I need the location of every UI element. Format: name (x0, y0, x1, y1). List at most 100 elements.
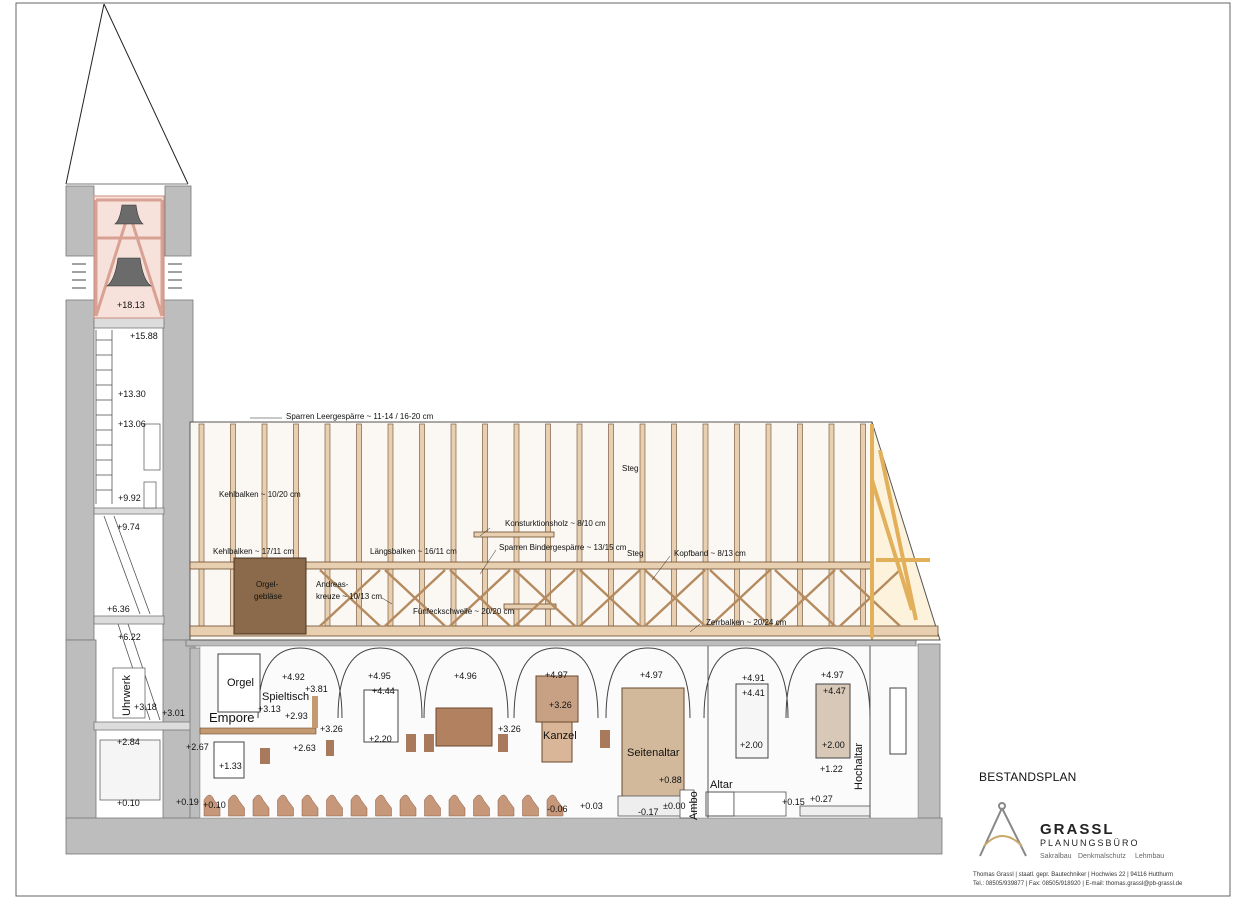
level-tower-1330: +13.30 (118, 389, 146, 399)
level-ha-122: +1.22 (820, 764, 843, 774)
pew (522, 794, 539, 817)
label-sparren-bindergespaerre: Sparren Bindergespärre ~ 13/15 cm (499, 543, 627, 552)
label-spieltisch: Spieltisch (262, 691, 309, 703)
level-nave-000: ±0.00 (663, 801, 685, 811)
vault-arch (513, 647, 599, 719)
timber-annotations: Sparren Leergespärre ~ 11-14 / 16-20 cm … (213, 412, 787, 627)
level-ch-015: +0.15 (782, 797, 805, 807)
label-seitenaltar: Seitenaltar (627, 747, 680, 759)
level-nave-003: +0.03 (580, 801, 603, 811)
level-win1-444: +4.44 (372, 686, 395, 696)
label-kehlbalken-lower: Kehlbalken ~ 17/11 cm (213, 547, 294, 556)
label-steg-upper: Steg (622, 464, 638, 473)
level-nave-267: +2.67 (186, 742, 209, 752)
andreas-cross-brace (319, 569, 381, 627)
rafter (419, 423, 425, 629)
andreas-cross-brace (774, 569, 836, 627)
discipline-3: Lehmbau (1135, 853, 1164, 860)
label-zerrbalken: Zerrbalken ~ 20/24 cm (706, 618, 787, 627)
level-kanzel-326b: +3.26 (498, 724, 521, 734)
level-tower-992: +9.92 (118, 493, 141, 503)
label-orgel: Orgel (227, 677, 254, 689)
label-kopfband: Kopfband ~ 8/13 cm (674, 549, 746, 558)
company-sub: PLANUNGSBÜRO (1040, 838, 1140, 848)
vault-arch (257, 647, 343, 719)
label-altar: Altar (710, 779, 733, 791)
pew (399, 794, 417, 817)
label-konstruktionsholz: Konsturktionsholz ~ 8/10 cm (505, 519, 606, 528)
label-fuenfeckschwelle: Fünfeckschwelle ~ 20/20 cm (413, 607, 514, 616)
label-hochaltar: Hochaltar (853, 743, 865, 790)
level-emp-313: +3.13 (258, 704, 281, 714)
tower-walls (65, 185, 199, 821)
nave-walls (65, 639, 943, 855)
rafter (860, 423, 866, 629)
rafter (387, 423, 394, 629)
andreas-cross-brace (449, 569, 511, 627)
level-tower-284: +2.84 (117, 737, 140, 747)
discipline-2: Denkmalschutz (1078, 853, 1126, 860)
label-orgelgeblaese-2: gebläse (254, 592, 283, 601)
pew (473, 794, 490, 817)
tower-louvres (72, 263, 182, 289)
label-steg-lower: Steg (627, 549, 643, 558)
vault-arch (605, 647, 691, 719)
level-tower-1588: +15.88 (130, 331, 158, 341)
level-tower-010: +0.10 (117, 798, 140, 808)
level-ha-447: +4.47 (823, 686, 846, 696)
sheet-title: BESTANDSPLAN (979, 770, 1077, 784)
bell-frame (93, 195, 165, 319)
vault-arch (337, 647, 423, 719)
level-ch-491: +4.91 (742, 673, 765, 683)
level-tower-318: +3.18 (134, 702, 157, 712)
pew (546, 794, 564, 817)
level-tower-301: +3.01 (162, 708, 185, 718)
level-v4-497: +4.97 (640, 670, 663, 680)
level-nave-019: +0.19 (176, 797, 199, 807)
label-ambo: Ambo (688, 791, 700, 820)
pew (228, 794, 245, 817)
level-ha-027: +0.27 (810, 794, 833, 804)
level-ch-441: +4.41 (742, 688, 765, 698)
level-sa-088: +0.88 (659, 775, 682, 785)
level-emp-293: +2.93 (285, 711, 308, 721)
andreas-cross-brace (644, 569, 706, 627)
label-laengsbalken: Längsbalken ~ 16/11 cm (370, 547, 457, 556)
level-tower-636: +6.36 (107, 604, 130, 614)
level-ha-200: +2.00 (822, 740, 845, 750)
vault-arch (785, 647, 871, 719)
label-sparren-leergespaerre: Sparren Leergespärre ~ 11-14 / 16-20 cm (286, 412, 434, 421)
level-emp-492: +4.92 (282, 672, 305, 682)
level-kanzel-326: +3.26 (549, 700, 572, 710)
level-win1-326: +3.26 (320, 724, 343, 734)
label-kanzel: Kanzel (543, 730, 577, 742)
level-ha-497: +4.97 (821, 670, 844, 680)
pew (252, 794, 270, 817)
footer-line-1: Thomas Grassl | staatl. gepr. Bautechnik… (973, 872, 1173, 878)
andreas-cross-brace (709, 569, 771, 627)
label-andreaskreuze-1: Andreas- (316, 580, 349, 589)
andreas-cross-brace (384, 569, 446, 627)
level-win1-220: +2.20 (369, 734, 392, 744)
discipline-1: Sakralbau (1040, 853, 1072, 860)
level-nave-010: +0.10 (203, 800, 226, 810)
tower-spire (65, 3, 189, 185)
level-tower-1306: +13.06 (118, 419, 146, 429)
pew (326, 794, 343, 817)
label-empore: Empore (209, 710, 255, 725)
leader-lines (250, 417, 701, 633)
rafter (765, 423, 772, 629)
room-annotations: Orgel Spieltisch Empore Uhrwerk Kanzel S… (121, 675, 865, 820)
pew (424, 794, 441, 817)
pew (375, 794, 392, 817)
level-v3-497: +4.97 (545, 670, 568, 680)
rafter (639, 423, 646, 629)
rafter (450, 423, 457, 629)
level-ch-200: +2.00 (740, 740, 763, 750)
vault-arch (423, 647, 509, 719)
grassl-logo-icon (979, 802, 1027, 857)
sheet-frame (15, 2, 1231, 897)
andreas-cross-brace (579, 569, 641, 627)
